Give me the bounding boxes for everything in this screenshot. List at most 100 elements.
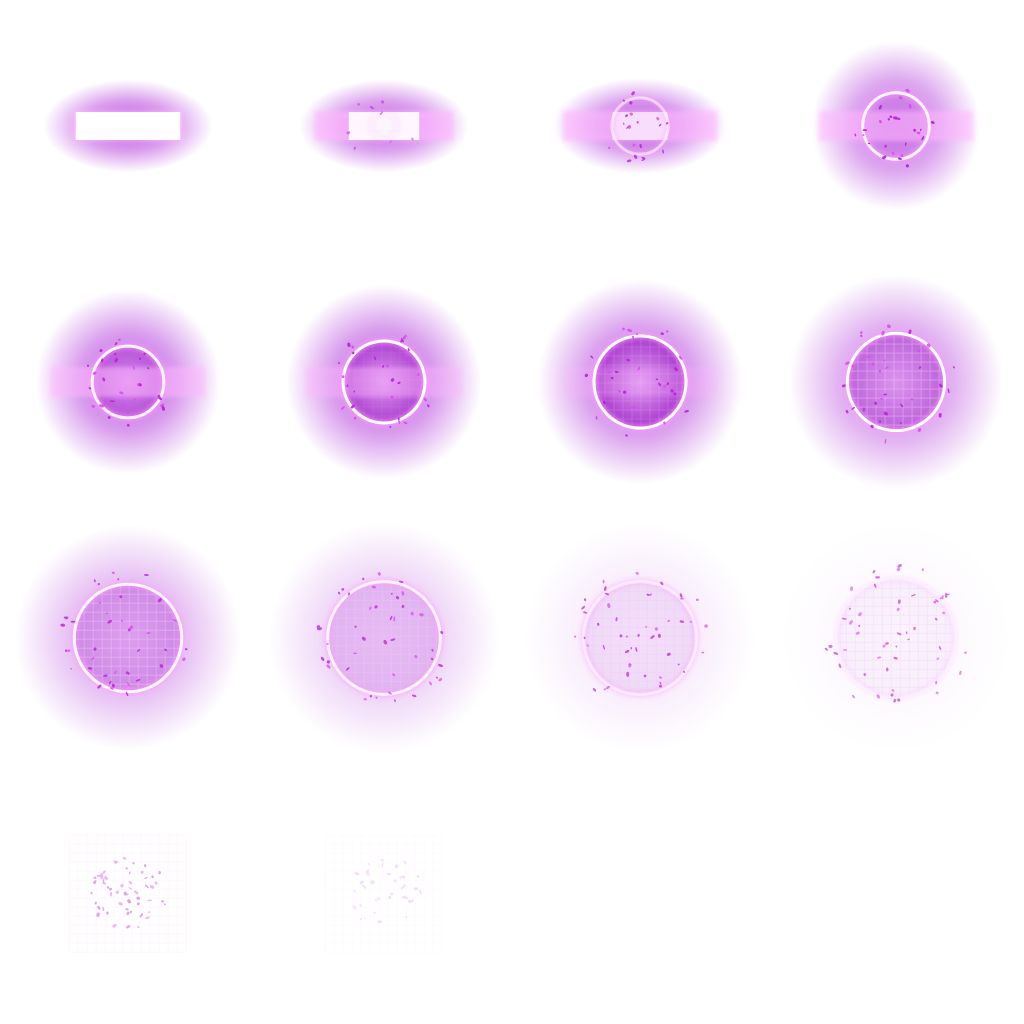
particle <box>952 366 955 369</box>
particle <box>159 664 164 668</box>
particle <box>874 401 878 405</box>
particle <box>135 679 141 682</box>
particle <box>387 873 392 876</box>
particles <box>86 338 165 427</box>
particle <box>629 101 633 105</box>
particle <box>913 128 916 132</box>
particle <box>125 867 128 870</box>
energy-ring <box>326 580 442 696</box>
particle <box>440 630 444 635</box>
particle <box>91 404 95 408</box>
particle <box>105 612 109 615</box>
particle <box>608 146 611 150</box>
particle <box>128 881 133 885</box>
particle <box>918 366 922 369</box>
particle <box>361 636 366 641</box>
particle <box>635 571 639 575</box>
particle <box>103 882 106 885</box>
particle <box>896 632 902 636</box>
particle <box>631 335 635 339</box>
particle <box>352 905 357 910</box>
particle <box>114 358 118 363</box>
particle <box>120 619 123 622</box>
particle <box>391 892 394 896</box>
particle <box>858 612 862 617</box>
particle <box>60 623 66 627</box>
particle <box>144 876 148 880</box>
particle <box>125 671 130 675</box>
particle <box>369 695 373 698</box>
particle <box>627 328 633 332</box>
particle <box>380 100 385 104</box>
energy-grid <box>837 579 955 697</box>
particle <box>147 899 152 902</box>
sprite-frame-15 <box>512 768 768 1024</box>
particle <box>865 356 871 358</box>
particle <box>115 890 120 894</box>
particle <box>622 122 625 126</box>
particle <box>635 647 638 652</box>
particle <box>117 578 120 581</box>
particle <box>146 632 151 634</box>
particle <box>650 635 655 639</box>
particle <box>908 329 912 335</box>
particle <box>934 599 939 603</box>
particle <box>404 353 409 357</box>
particle <box>663 421 666 425</box>
particle <box>394 864 399 869</box>
particle <box>123 891 127 896</box>
particle <box>626 125 630 129</box>
particle <box>112 923 117 928</box>
particle <box>607 603 611 609</box>
energy-ring <box>861 91 931 161</box>
particle <box>891 689 895 692</box>
particle <box>871 362 875 366</box>
particle <box>398 420 401 424</box>
particle <box>614 370 619 374</box>
particle <box>359 880 364 885</box>
particle <box>592 688 597 692</box>
particle <box>679 355 683 360</box>
particle <box>654 627 659 631</box>
energy-ring <box>369 111 399 141</box>
particle <box>65 649 68 652</box>
particle <box>369 105 375 110</box>
ring-fill <box>847 333 945 431</box>
particle <box>625 114 628 118</box>
sprite-frame-7 <box>512 256 768 512</box>
particle <box>143 352 146 356</box>
particle <box>625 434 628 437</box>
particle <box>67 649 71 652</box>
particle <box>658 382 661 387</box>
particle <box>370 880 374 885</box>
particle <box>151 875 154 879</box>
particle <box>851 364 855 368</box>
particle <box>125 691 129 697</box>
particle <box>103 401 107 407</box>
particles <box>316 572 444 703</box>
particle <box>666 382 670 386</box>
particle <box>158 598 162 603</box>
particle <box>118 902 123 906</box>
particle <box>858 624 861 628</box>
particle <box>94 901 97 905</box>
particle <box>370 880 376 884</box>
particle <box>942 611 946 615</box>
particle <box>900 403 904 408</box>
particle <box>390 638 396 641</box>
particle <box>389 140 392 144</box>
particle <box>655 378 659 381</box>
particles <box>854 88 935 168</box>
particle <box>619 634 623 638</box>
particle <box>129 625 134 630</box>
particle <box>403 421 408 425</box>
particles <box>90 856 166 929</box>
particle <box>626 671 630 677</box>
particle <box>111 683 115 688</box>
particle <box>388 895 392 900</box>
particle <box>860 331 863 334</box>
energy-bar <box>563 367 717 397</box>
particle <box>119 595 123 599</box>
particle <box>930 120 935 125</box>
particle <box>353 416 357 420</box>
